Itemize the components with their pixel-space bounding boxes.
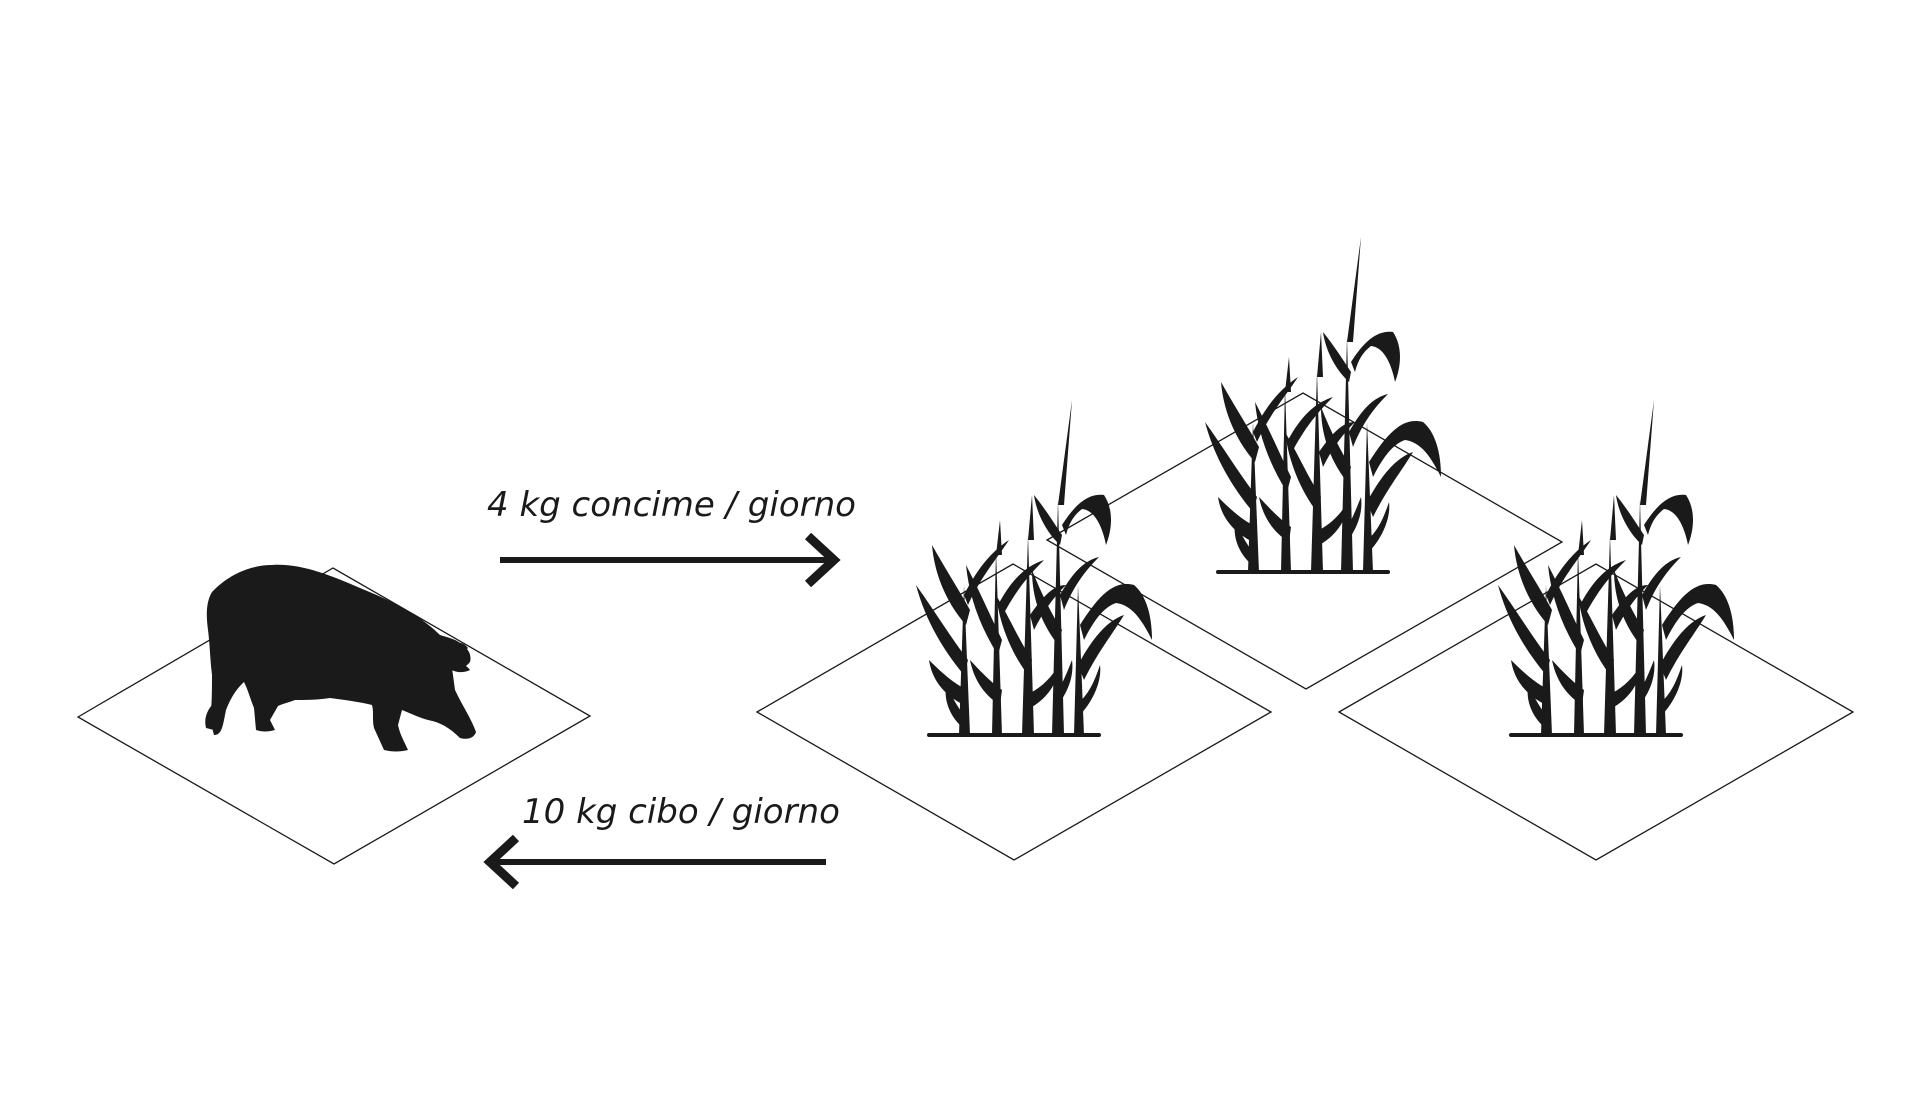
food-flow-label: 10 kg cibo / giorno: [522, 792, 840, 832]
manure-arrow-head: [804, 532, 841, 588]
manure-flow: 4 kg concime / giorno: [487, 485, 856, 588]
pig-icon: [205, 564, 477, 752]
food-flow: 10 kg cibo / giorno: [483, 792, 840, 890]
manure-flow-label: 4 kg concime / giorno: [487, 485, 856, 525]
food-arrow-head: [483, 834, 520, 890]
